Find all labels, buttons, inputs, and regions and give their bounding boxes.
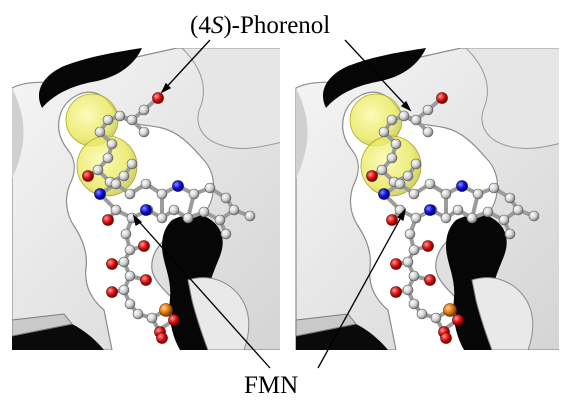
pointer-phorenol-left (161, 39, 211, 93)
arrowhead-phorenol-right (400, 100, 412, 112)
pointer-fmn-right (317, 209, 406, 369)
fmn-label: FMN (244, 372, 298, 399)
stereo-panel-right (294, 48, 559, 350)
arrowhead-fmn-right (396, 208, 407, 222)
pointer-fmn-left (133, 215, 271, 369)
arrowhead-fmn-left (132, 214, 143, 227)
phorenol-label-stereo: S (211, 12, 224, 39)
pointer-phorenol-right (344, 39, 411, 111)
stereo-panel-left (12, 48, 280, 350)
label-pointers (132, 39, 412, 369)
phorenol-label: (4S)-Phorenol (190, 12, 330, 39)
arrowhead-phorenol-left (160, 82, 172, 94)
phorenol-label-suffix: )-Phorenol (223, 12, 330, 39)
phorenol-label-prefix: (4 (190, 12, 211, 39)
panel-divider (281, 48, 289, 350)
